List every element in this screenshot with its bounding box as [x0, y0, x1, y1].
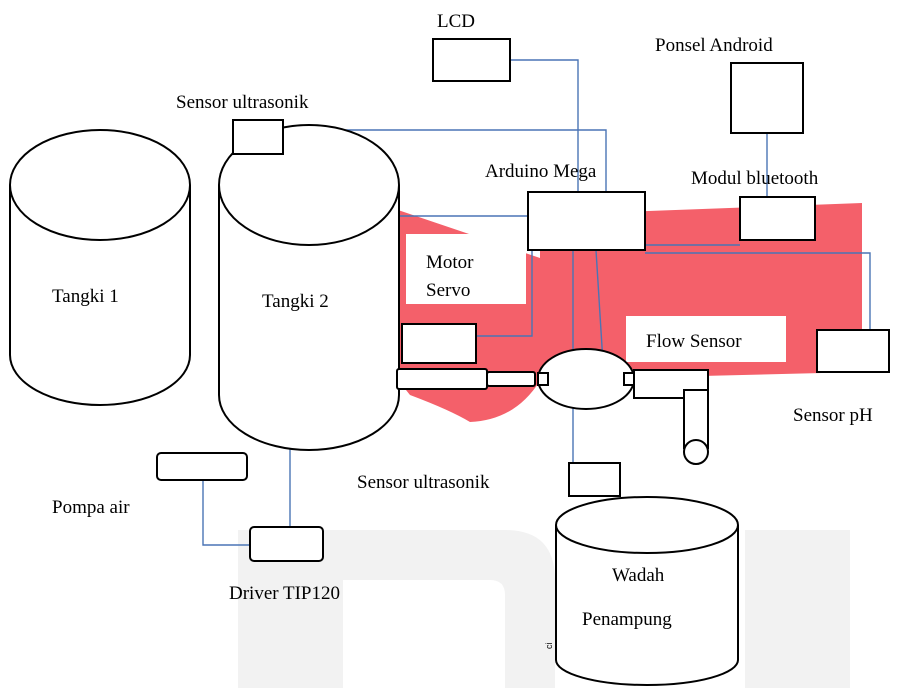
pipe-system [396, 348, 709, 465]
wadah-label-line1: Wadah [612, 565, 665, 586]
flow-sensor-label: Flow Sensor [646, 331, 742, 352]
arduino-box [527, 191, 646, 251]
tangki-2-label: Tangki 2 [262, 291, 329, 312]
lcd-box [432, 38, 511, 82]
pompa-box [156, 452, 248, 481]
flow-sensor-body [537, 348, 635, 410]
sensor-ph-label: Sensor pH [793, 405, 873, 426]
wadah-label-line2: Penampung [582, 609, 672, 630]
ponsel-label: Ponsel Android [655, 35, 773, 56]
sensor-ultrasonik-top-label: Sensor ultrasonik [176, 92, 309, 113]
flow-sensor-label-bg [626, 316, 786, 362]
sensor-ultrasonik-bottom-box [568, 462, 621, 497]
motor-servo-label-line2: Servo [426, 280, 470, 301]
sensor-ultrasonik-bottom-label: Sensor ultrasonik [357, 472, 490, 493]
motor-servo-label-line1: Motor [426, 252, 474, 273]
tangki-2 [218, 124, 400, 451]
arduino-label: Arduino Mega [485, 161, 597, 182]
lcd-label: LCD [437, 11, 475, 32]
sensor-ph-box [816, 329, 890, 373]
watermark-gray [238, 530, 850, 688]
driver-label: Driver TIP120 [229, 583, 340, 604]
motor-servo-label-bg [406, 234, 526, 304]
bluetooth-label: Modul bluetooth [691, 168, 819, 189]
sensor-ultrasonik-top-box [232, 119, 284, 155]
stray-mark: ci [544, 643, 554, 650]
motor-servo-box [401, 323, 477, 364]
pompa-label: Pompa air [52, 497, 130, 518]
tangki-1 [9, 129, 191, 406]
ponsel-box [730, 62, 804, 134]
bluetooth-box [739, 196, 816, 241]
driver-box [249, 526, 324, 562]
wadah-penampung [555, 496, 739, 686]
tangki-1-label: Tangki 1 [52, 286, 119, 307]
